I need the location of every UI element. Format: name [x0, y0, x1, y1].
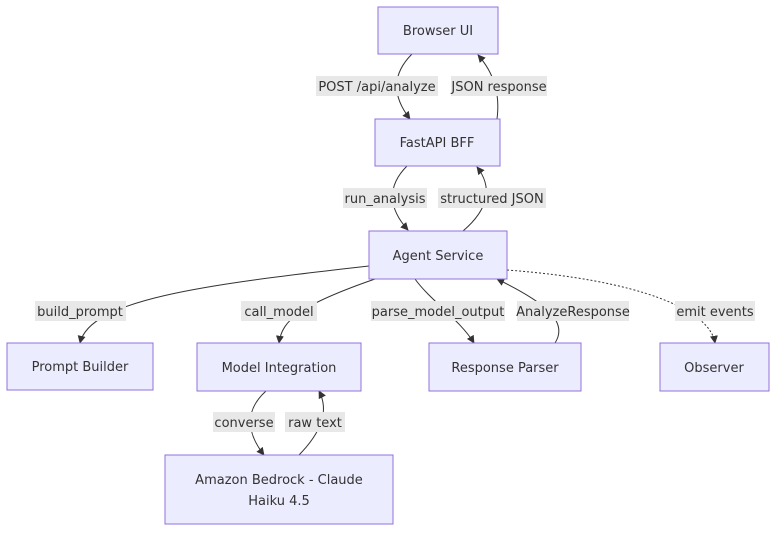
- node-browser-ui: Browser UI: [377, 6, 499, 55]
- label-json-response: JSON response: [450, 76, 547, 96]
- node-prompt-builder: Prompt Builder: [6, 342, 154, 391]
- node-fastapi-bff-label: FastAPI BFF: [400, 136, 475, 151]
- node-response-parser: Response Parser: [428, 342, 582, 392]
- label-emit-events-text: emit events: [676, 305, 754, 320]
- label-converse-text: converse: [214, 416, 273, 431]
- node-amazon-bedrock-label-line2: Haiku 4.5: [248, 494, 310, 509]
- node-observer-label: Observer: [684, 361, 744, 376]
- label-converse: converse: [213, 412, 275, 432]
- label-call-model: call_model: [241, 301, 317, 321]
- node-fastapi-bff: FastAPI BFF: [374, 118, 501, 167]
- label-raw-text: raw text: [285, 412, 345, 432]
- label-emit-events: emit events: [675, 301, 755, 321]
- node-observer: Observer: [659, 342, 770, 392]
- label-call-model-text: call_model: [244, 305, 313, 320]
- edge-emit-events: [506, 269, 718, 344]
- node-model-integration: Model Integration: [196, 342, 362, 392]
- label-analyze-response: AnalyzeResponse: [516, 301, 630, 321]
- node-amazon-bedrock-label-line1: Amazon Bedrock - Claude: [195, 473, 363, 488]
- label-structured-json-text: structured JSON: [440, 192, 543, 207]
- node-amazon-bedrock: Amazon Bedrock - Claude Haiku 4.5: [164, 454, 394, 525]
- label-parse-model-output-text: parse_model_output: [372, 305, 505, 320]
- node-agent-service-label: Agent Service: [393, 249, 484, 264]
- label-run-analysis-text: run_analysis: [345, 192, 426, 207]
- label-build-prompt: build_prompt: [35, 301, 126, 321]
- nodes: Browser UI FastAPI BFF Agent Service Pro…: [6, 6, 770, 525]
- node-browser-ui-label: Browser UI: [403, 24, 473, 39]
- node-prompt-builder-label: Prompt Builder: [32, 360, 129, 375]
- label-post-analyze-text: POST /api/analyze: [318, 80, 435, 95]
- node-response-parser-label: Response Parser: [451, 361, 559, 376]
- label-json-response-text: JSON response: [450, 80, 546, 95]
- label-post-analyze: POST /api/analyze: [316, 76, 438, 96]
- label-analyze-response-text: AnalyzeResponse: [516, 305, 630, 320]
- edge-labels: POST /api/analyze JSON response run_anal…: [35, 76, 755, 432]
- label-run-analysis: run_analysis: [343, 188, 427, 208]
- node-agent-service: Agent Service: [368, 230, 508, 280]
- label-raw-text-text: raw text: [288, 416, 342, 431]
- label-parse-model-output: parse_model_output: [371, 301, 505, 321]
- label-build-prompt-text: build_prompt: [37, 305, 123, 320]
- label-structured-json: structured JSON: [438, 188, 546, 208]
- edge-build-prompt: [77, 265, 370, 344]
- node-model-integration-label: Model Integration: [222, 361, 337, 376]
